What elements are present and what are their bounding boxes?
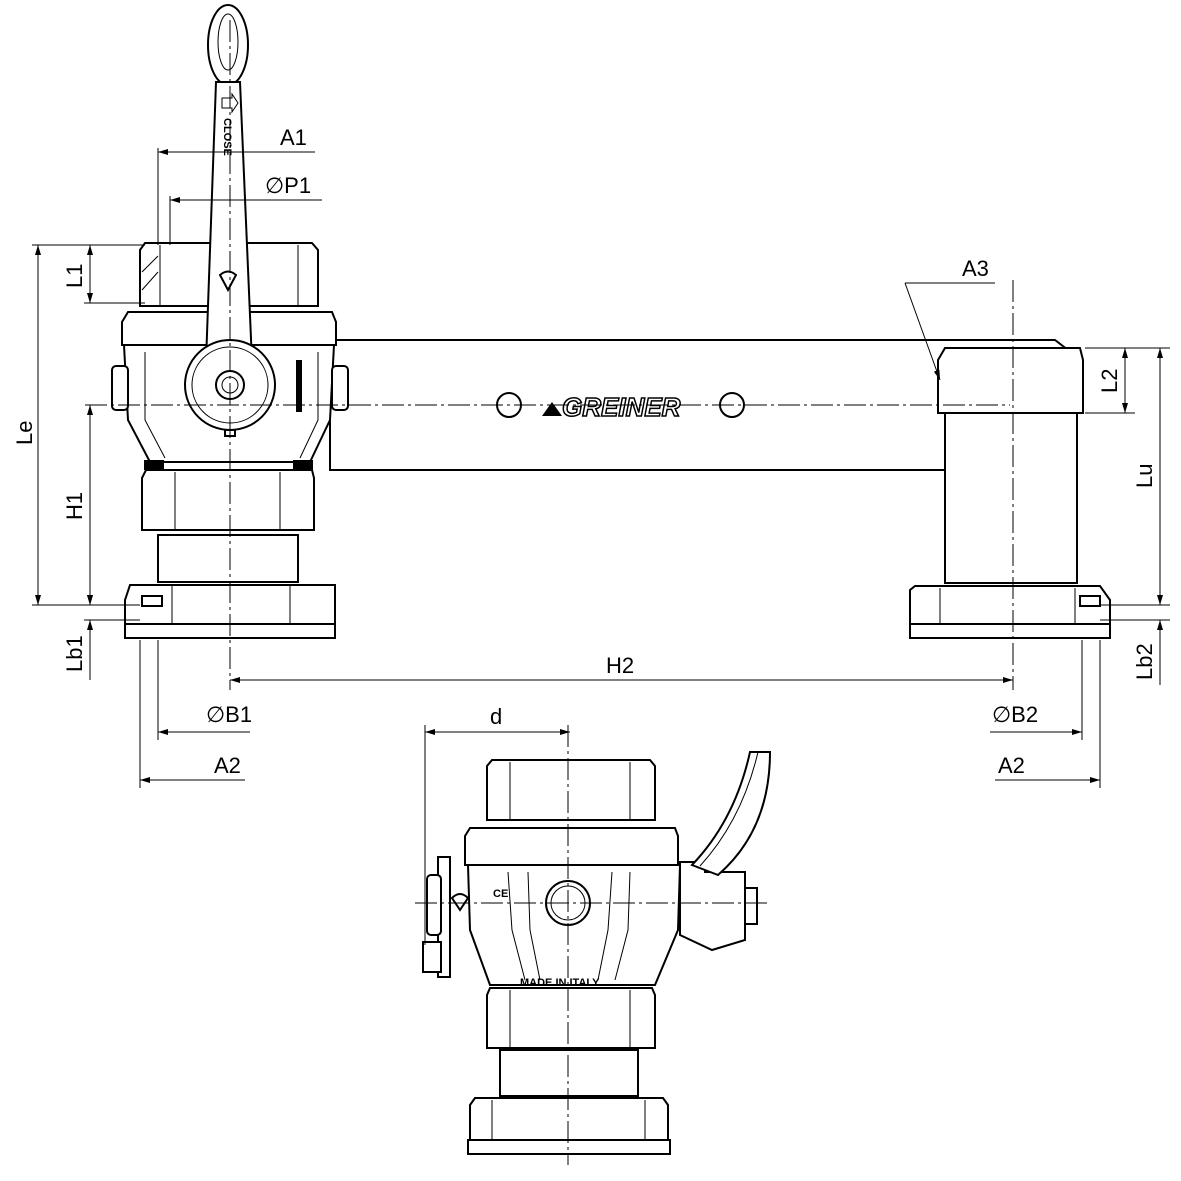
dim-h2: H2	[606, 653, 634, 678]
dim-lu: Lu	[1132, 464, 1157, 488]
centerlines	[85, 20, 1014, 1165]
dim-b1: ∅B1	[206, 702, 252, 727]
dim-b2: ∅B2	[992, 702, 1038, 727]
dim-a1: A1	[280, 125, 307, 150]
dim-lb1: Lb1	[62, 635, 87, 672]
shield-icon-side	[450, 893, 470, 912]
greiner-logo-icon	[542, 402, 562, 416]
dim-a3: A3	[962, 256, 989, 281]
right-fitting	[909, 347, 1111, 639]
arrow-down-icon	[221, 92, 239, 114]
dim-d: d	[490, 704, 502, 729]
brand-logo: GREINER	[562, 392, 681, 422]
ce-mark: CE	[493, 888, 508, 900]
handle-close-label: CLOSE	[221, 118, 233, 156]
dim-a2-left: A2	[214, 753, 241, 778]
dim-l1: L1	[62, 264, 87, 288]
dimensions: A1 ∅P1 L1 Le H1 Lb1 A3 L2 Lu	[12, 125, 1170, 945]
dim-p1: ∅P1	[265, 173, 311, 198]
dim-l2: L2	[1097, 369, 1122, 393]
made-in-italy-label: MADE IN ITALY	[520, 977, 600, 989]
dim-lb2: Lb2	[1132, 643, 1157, 680]
bottom-valve: CE MADE IN ITALY	[422, 751, 772, 1155]
dim-le: Le	[12, 421, 37, 445]
dim-h1: H1	[62, 492, 87, 520]
dim-a2-right: A2	[998, 753, 1025, 778]
